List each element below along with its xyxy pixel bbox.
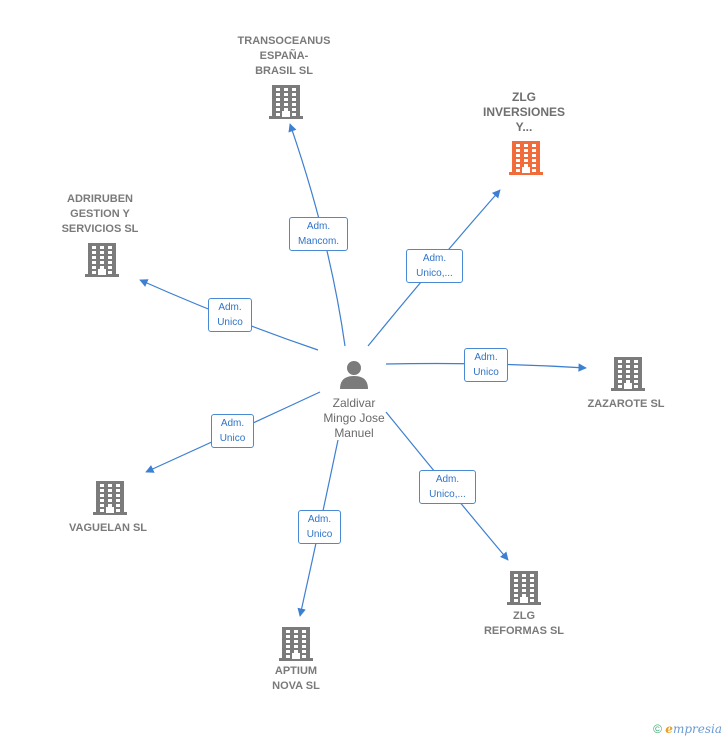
edge-label-line: Unico	[219, 433, 246, 444]
edge-label-vaguelan[interactable]: Adm. Unico	[211, 414, 254, 448]
company-label-aptium[interactable]: APTIUM NOVA SL	[251, 664, 341, 694]
edge-label-line: Unico,...	[429, 489, 466, 500]
edge-label-line: Adm.	[435, 474, 460, 485]
brand-initial: e	[665, 722, 673, 736]
company-label-zlg-reformas[interactable]: ZLG REFORMAS SL	[474, 609, 574, 639]
building-icon	[85, 242, 119, 283]
empresia-logo: © empresia	[653, 722, 722, 736]
company-label-transoceanus-line: TRANSOCEANUS	[237, 35, 331, 47]
edge-label-zlg-reformas[interactable]: Adm. Unico,...	[419, 470, 476, 504]
edge-label-transoceanus[interactable]: Adm. Mancom.	[289, 217, 348, 251]
building-icon	[509, 140, 543, 181]
company-label-adriruben-line: ADRIRUBEN	[67, 193, 133, 205]
company-label-transoceanus[interactable]: TRANSOCEANUS ESPAÑA- BRASIL SL	[229, 34, 339, 79]
brand-name: mpresia	[672, 722, 722, 736]
edge-label-line: Mancom.	[297, 236, 340, 247]
building-icon	[93, 480, 127, 521]
building-icon	[507, 570, 541, 611]
center-person-label-line: Manuel	[334, 426, 374, 440]
edge-label-aptium[interactable]: Adm. Unico	[298, 510, 341, 544]
company-label-zlg-inversiones-line: ZLG	[512, 90, 536, 104]
company-label-adriruben[interactable]: ADRIRUBEN GESTION Y SERVICIOS SL	[45, 192, 155, 237]
center-person-label-line: Mingo Jose	[323, 411, 385, 425]
company-label-zazarote[interactable]: ZAZAROTE SL	[576, 397, 676, 412]
edge-label-zlg-inversiones[interactable]: Adm. Unico,...	[406, 249, 463, 283]
copyright-icon: ©	[653, 722, 662, 736]
company-label-transoceanus-line: BRASIL SL	[255, 65, 313, 77]
company-label-transoceanus-line: ESPAÑA-	[259, 50, 309, 62]
edge-label-adriruben[interactable]: Adm. Unico	[208, 298, 252, 332]
company-label-zazarote-line: ZAZAROTE SL	[587, 398, 665, 410]
edge-label-zazarote[interactable]: Adm. Unico	[464, 348, 508, 382]
company-label-zlg-reformas-line: REFORMAS SL	[483, 625, 565, 637]
edge-label-line: Adm.	[306, 221, 331, 232]
company-label-adriruben-line: GESTION Y	[70, 208, 130, 220]
company-label-zlg-reformas-line: ZLG	[513, 610, 535, 622]
building-icon	[611, 356, 645, 397]
person-icon	[339, 359, 369, 394]
edge-label-line: Unico,...	[416, 268, 453, 279]
company-label-aptium-line: NOVA SL	[272, 680, 320, 692]
edge-label-line: Adm.	[220, 418, 245, 429]
building-icon	[279, 626, 313, 667]
company-label-adriruben-line: SERVICIOS SL	[61, 223, 139, 235]
company-label-vaguelan[interactable]: VAGUELAN SL	[58, 521, 158, 536]
edge-label-line: Adm.	[474, 352, 498, 363]
edge-label-line: Unico	[473, 367, 499, 378]
center-person-label-line: Zaldivar	[332, 396, 376, 410]
company-label-zlg-inversiones-line: Y...	[515, 120, 533, 134]
edge-label-line: Adm.	[422, 253, 447, 264]
company-label-aptium-line: APTIUM	[274, 665, 318, 677]
company-label-zlg-inversiones-line: INVERSIONES	[482, 105, 566, 119]
edge-label-line: Unico	[306, 529, 333, 540]
edge-label-line: Adm.	[218, 302, 242, 313]
company-label-vaguelan-line: VAGUELAN SL	[68, 522, 148, 534]
edge-label-line: Adm.	[307, 514, 332, 525]
edge-label-line: Unico	[217, 317, 243, 328]
building-icon	[269, 84, 303, 125]
